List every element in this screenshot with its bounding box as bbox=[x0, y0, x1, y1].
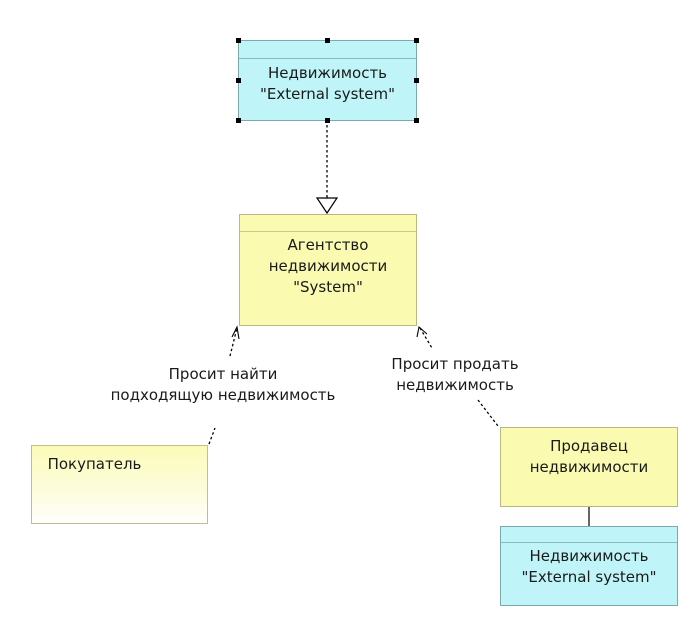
selection-handle[interactable] bbox=[325, 118, 330, 123]
actor-node-seller[interactable]: Продавец недвижимости bbox=[500, 427, 678, 507]
header-band bbox=[239, 58, 416, 59]
buyer-to-agency-line-upper bbox=[229, 327, 238, 357]
seller-to-agency-arrowhead bbox=[416, 325, 428, 338]
header-band bbox=[501, 542, 677, 543]
node-title-line2: "External system" bbox=[259, 85, 396, 103]
edge-label-line2: подходящую недвижимость bbox=[110, 386, 336, 404]
node-title: Покупатель bbox=[32, 454, 147, 475]
edge-label-seller-request[interactable]: Просит продать недвижимость bbox=[380, 354, 530, 396]
system-node-agency[interactable]: Агентство недвижимости "System" bbox=[239, 214, 417, 326]
node-title: Агентство недвижимости "System" bbox=[240, 235, 416, 298]
edge-label-line2: недвижимость bbox=[396, 376, 514, 394]
node-title-line1: Продавец bbox=[550, 437, 628, 455]
selection-handle[interactable] bbox=[325, 38, 330, 43]
generalization-arrowhead bbox=[315, 197, 339, 215]
node-title-line2: недвижимости bbox=[268, 257, 388, 275]
node-title-line1: Недвижимость bbox=[267, 64, 388, 82]
node-title: Недвижимость "External system" bbox=[501, 546, 677, 588]
node-title-line2: недвижимости bbox=[529, 458, 649, 476]
node-title-line1: Покупатель bbox=[47, 455, 142, 473]
seller-to-agency-line-upper bbox=[419, 327, 433, 349]
edge-label-line1: Просит найти bbox=[168, 365, 278, 383]
node-title-line2: "External system" bbox=[521, 568, 657, 586]
node-title-line1: Недвижимость bbox=[529, 547, 649, 565]
selection-handle[interactable] bbox=[414, 38, 419, 43]
selection-handle[interactable] bbox=[414, 118, 419, 123]
actor-node-buyer[interactable]: Покупатель bbox=[31, 445, 208, 524]
header-band bbox=[240, 231, 416, 232]
node-title: Недвижимость "External system" bbox=[239, 63, 416, 105]
buyer-to-agency-arrowhead bbox=[231, 325, 240, 340]
external-system-node-bottom[interactable]: Недвижимость "External system" bbox=[500, 526, 678, 606]
selection-handle[interactable] bbox=[236, 38, 241, 43]
selection-handle[interactable] bbox=[236, 78, 241, 83]
node-title: Продавец недвижимости bbox=[501, 436, 677, 478]
selection-handle[interactable] bbox=[414, 78, 419, 83]
buyer-to-agency-line bbox=[208, 427, 216, 445]
seller-to-agency-line-lower bbox=[477, 399, 499, 427]
external-system-node-top[interactable]: Недвижимость "External system" bbox=[238, 40, 417, 121]
node-title-line3: "System" bbox=[293, 278, 363, 296]
node-title-line1: Агентство bbox=[287, 236, 369, 254]
edge-label-buyer-request[interactable]: Просит найти подходящую недвижимость bbox=[98, 364, 348, 406]
selection-handle[interactable] bbox=[236, 118, 241, 123]
edge-label-line1: Просит продать bbox=[391, 355, 519, 373]
